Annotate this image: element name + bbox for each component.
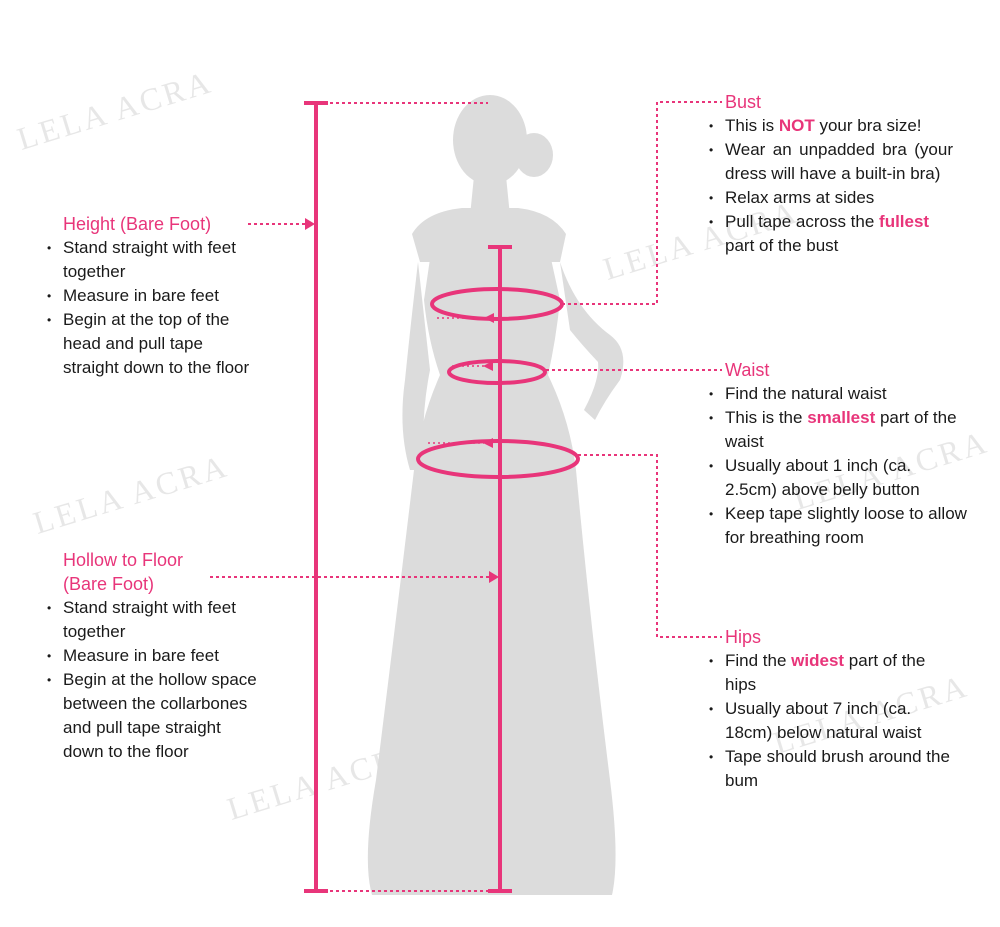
height-arrow-icon [305,218,315,230]
waist-title: Waist [725,360,770,380]
bust-item: Pull tape across the fullest part of the… [708,210,953,258]
waist-item: This is the smallest part of the waist [708,406,988,454]
hollow-title: Hollow to Floor (Bare Foot) [46,548,261,596]
bust-arrow-icon [484,313,494,323]
bust-item-text: Pull tape across the [725,212,880,231]
height-section: Height (Bare Foot) Stand straight with f… [46,212,261,380]
height-item: Stand straight with feet together [46,236,261,284]
hips-item-text: part of the hips [725,651,926,694]
height-item: Measure in bare feet [46,284,261,308]
bust-item: Relax arms at sides [708,186,953,210]
hollow-title-line2: (Bare Foot) [63,574,155,594]
bust-section: Bust This is NOT your bra size! Wear an … [708,90,953,258]
hips-title: Hips [725,627,762,647]
hollow-item: Begin at the hollow space between the co… [46,668,261,764]
bust-item: This is NOT your bra size! [708,114,953,138]
height-dotted-lines [248,102,490,892]
bust-leader-line [562,101,722,305]
hips-item: Find the widest part of the hips [708,649,953,697]
waist-item-text: part of the waist [725,408,957,451]
waist-item: Usually about 1 inch (ca. 2.5cm) above b… [708,454,950,502]
waist-item-text: This is the [725,408,808,427]
bust-highlight: NOT [778,116,815,135]
hips-arrow-icon [483,438,493,448]
waist-arrow-icon [483,361,493,371]
waist-highlight: smallest [807,408,876,427]
hips-tape [416,439,580,479]
bust-highlight: fullest [879,212,930,231]
height-item: Begin at the top of the head and pull ta… [46,308,261,380]
hips-leader-line [578,454,722,638]
bust-item: Wear an unpadded bra (your dress will ha… [708,138,953,186]
hips-item: Usually about 7 inch (ca. 18cm) below na… [708,697,950,745]
hollow-section: Hollow to Floor (Bare Foot) Stand straig… [46,548,261,764]
hips-item: Tape should brush around the bum [708,745,955,793]
waist-item: Find the natural waist [708,382,988,406]
waist-section: Waist Find the natural waist This is the… [708,358,988,550]
hips-item-text: Find the [725,651,792,670]
gown-silhouette [367,95,624,895]
bust-item-text: your bra size! [814,116,922,135]
waist-tape [447,359,547,385]
hollow-arrow-icon [489,571,499,583]
hollow-tape [488,245,512,893]
hips-section: Hips Find the widest part of the hips Us… [708,625,953,793]
hollow-title-line1: Hollow to Floor [63,550,184,570]
hollow-item: Stand straight with feet together [46,596,261,644]
bust-item-text: This is [725,116,779,135]
hips-highlight: widest [791,651,845,670]
waist-item: Keep tape slightly loose to allow for br… [708,502,970,550]
height-title: Height (Bare Foot) [63,214,212,234]
height-tape [304,101,328,893]
bust-title: Bust [725,92,762,112]
bust-item-text: part of the bust [725,236,839,255]
hollow-item: Measure in bare feet [46,644,261,668]
